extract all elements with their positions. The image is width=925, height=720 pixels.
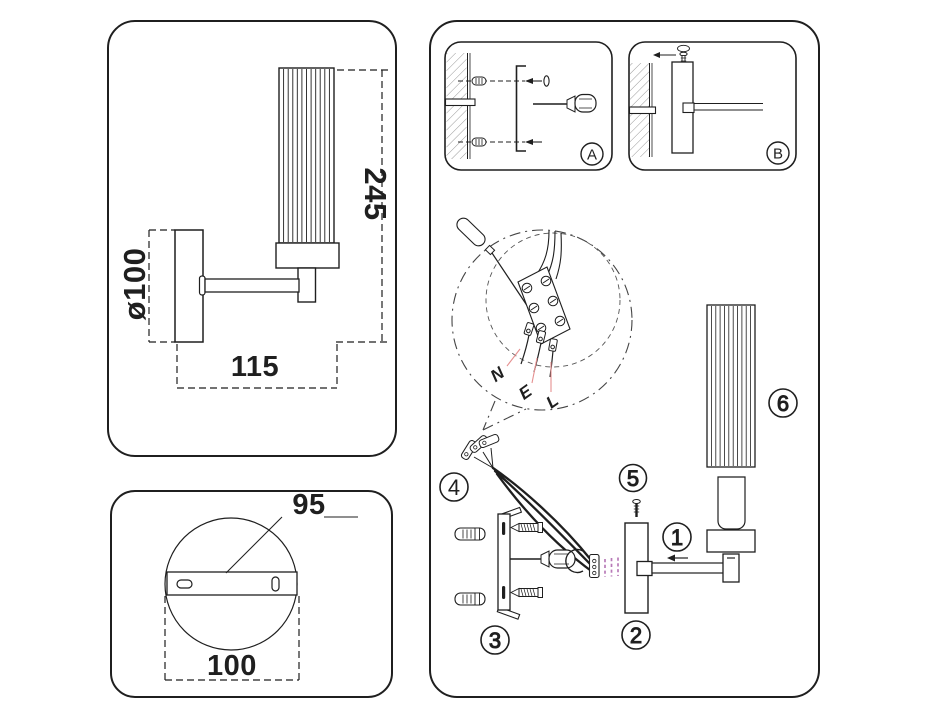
arrow-left-icon [667, 554, 675, 562]
part-2-label: 2 [630, 623, 642, 648]
screw-icon [632, 499, 641, 517]
slot-vertical [271, 576, 280, 592]
screw-axis-bottom [458, 137, 542, 147]
screw-icon [509, 522, 543, 533]
back-plate-canvas: 95 100 [110, 490, 393, 698]
screwdriver-icon [533, 93, 597, 113]
dim-depth [176, 344, 338, 389]
arm-nut [636, 560, 653, 577]
dim-hole-spacing-label: 95 [292, 490, 325, 521]
panel-border [107, 20, 397, 457]
part-mounting-bracket: 3 [454, 506, 584, 655]
step-a-badge: A [580, 142, 604, 166]
arm-tube [651, 562, 728, 574]
shade-ribs [283, 69, 330, 242]
part-1-badge: 1 [662, 522, 692, 552]
arrow-left-icon [525, 139, 533, 145]
dim-plate-width-label: 100 [207, 650, 257, 682]
lamp-socket [717, 476, 746, 530]
lamp-arm [204, 278, 300, 293]
push-direction-arrow [653, 52, 676, 58]
part-shade-assembly: 6 [706, 304, 798, 583]
callout-bubble [451, 229, 633, 411]
cable-clip-icon [565, 548, 584, 574]
wall-anchor-icon [471, 137, 487, 147]
step-b-label: B [773, 145, 783, 162]
arrow-left-icon [653, 52, 660, 58]
dim-height-label: 245 [358, 167, 393, 220]
screwdriver-icon [456, 217, 529, 308]
bracket-slot [502, 586, 506, 599]
part-arm: 1 [636, 522, 728, 577]
wall-anchor-icon [454, 592, 486, 606]
dim-plate-width [164, 596, 300, 681]
part-5-label: 5 [627, 466, 639, 491]
slot-horizontal [176, 579, 193, 589]
panel-back-plate: 95 100 [110, 490, 393, 698]
harness-connector [588, 553, 600, 579]
screw-head-icon [543, 75, 550, 87]
zoom-region-circle [485, 232, 621, 368]
wire-leader-lines [506, 348, 552, 392]
part-wall-plate: 2 [621, 522, 651, 650]
terminal-screws [521, 275, 566, 334]
screw-icon [509, 587, 543, 598]
panel-side-view: 245 ø100 115 [107, 20, 397, 457]
part-6-label: 6 [777, 391, 789, 416]
arm-socket [682, 102, 695, 114]
inset-step-a: A [444, 41, 613, 171]
part-4-label: 4 [448, 475, 460, 500]
part-1-label: 1 [671, 525, 683, 550]
bracket-bar [497, 513, 511, 611]
insert-direction-arrow [667, 554, 688, 562]
inset-step-b: B [628, 41, 797, 171]
wall-plate-side [174, 229, 204, 343]
part-4-badge: 4 [439, 472, 469, 502]
lamp-holder [275, 242, 340, 269]
shade-ribs [711, 306, 751, 466]
lamp-stem [297, 267, 317, 303]
wall-anchor-icon [454, 527, 486, 541]
spade-lugs [460, 433, 500, 469]
callout-tail [482, 400, 527, 431]
part-3-badge: 3 [480, 625, 510, 655]
mounting-bar [166, 571, 298, 596]
dim-plate-diameter [148, 229, 175, 343]
arm-lines [694, 102, 763, 111]
part-6-badge: 6 [768, 388, 798, 418]
lamp-shade [278, 67, 335, 244]
arm-joint [198, 275, 206, 296]
bracket-profile [515, 65, 526, 152]
lamp-collar [706, 529, 756, 553]
wall-ledge [444, 98, 476, 107]
terminal-block [517, 230, 571, 378]
installation-canvas: A [429, 20, 820, 698]
screw-axis-top [458, 75, 550, 87]
dim-hole-spacing [225, 516, 358, 574]
dim-height [336, 69, 391, 343]
wiring-callout: N E L [451, 217, 633, 431]
part-3-label: 3 [489, 628, 501, 653]
set-screw-icon [677, 44, 690, 67]
wall-ledge [628, 106, 657, 115]
step-a-label: A [587, 146, 597, 163]
lamp-shade [706, 304, 756, 468]
dim-diameter-label: ø100 [117, 248, 152, 321]
part-2-badge: 2 [621, 620, 651, 650]
step-b-badge: B [766, 141, 790, 165]
dim-depth-label: 115 [231, 351, 279, 383]
wall-lamp-side-view [174, 67, 340, 343]
part-screw: 5 [618, 463, 648, 517]
wall-anchor-icon [471, 76, 487, 86]
connector-pins [604, 557, 619, 577]
arrow-left-icon [525, 78, 533, 84]
back-plate-drawing [164, 517, 298, 651]
arm-coupler [722, 553, 740, 583]
rotate-icon [677, 44, 690, 53]
side-view-canvas: 245 ø100 115 [107, 20, 397, 457]
part-5-badge: 5 [618, 463, 648, 493]
panel-installation: A [429, 20, 820, 698]
wire-lugs [523, 322, 558, 352]
bracket-slot [502, 522, 506, 535]
